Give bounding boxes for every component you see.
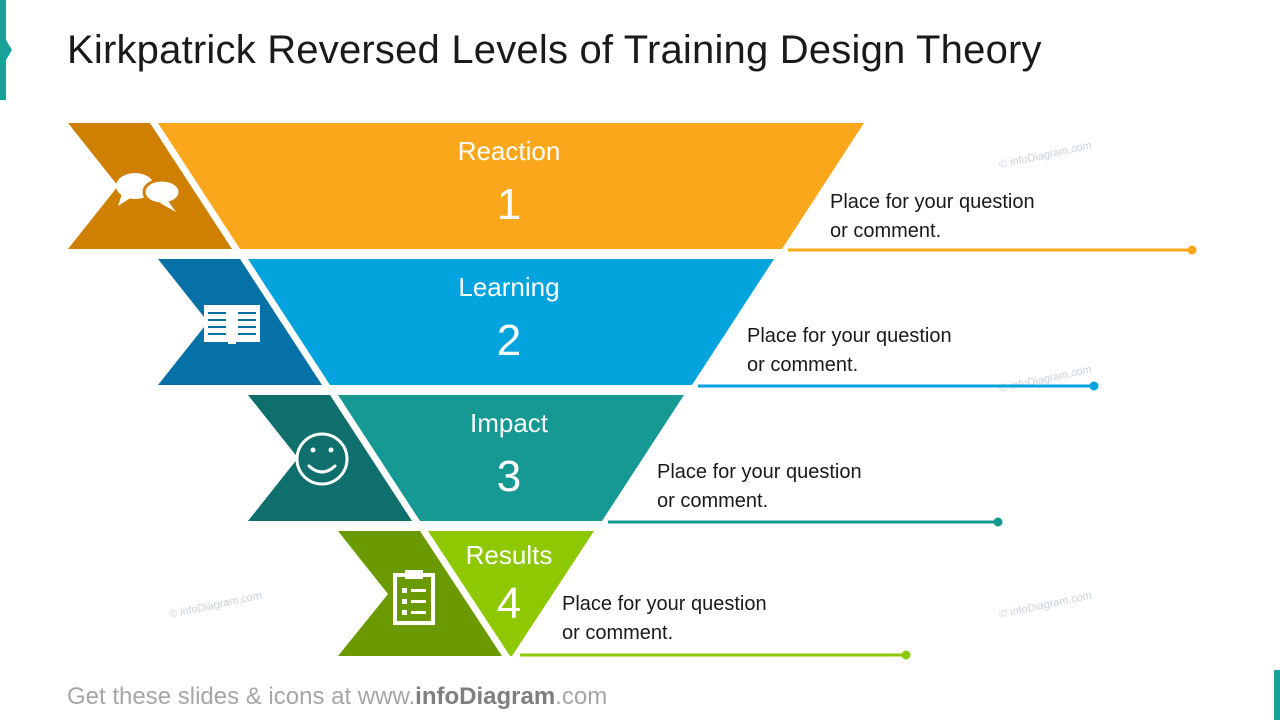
level-3-comment: Place for your question or comment. — [657, 458, 862, 516]
clipboard-checklist-icon — [393, 570, 435, 625]
funnel-level-2: Learning 2 — [158, 259, 1099, 391]
accent-notch-left — [6, 40, 12, 60]
level-2-label: Learning — [458, 272, 559, 302]
comment-line: Place for your question — [747, 325, 952, 347]
level-4-label: Results — [466, 540, 553, 570]
level-2-leader-dot — [1089, 381, 1099, 391]
watermark: © infoDiagram.com — [998, 140, 1093, 171]
footer-brand[interactable]: infoDiagram — [415, 683, 556, 710]
watermark: © infoDiagram.com — [168, 590, 263, 621]
level-2-comment: Place for your question or comment. — [747, 322, 952, 380]
level-3-label: Impact — [470, 408, 549, 438]
footer-credit: Get these slides & icons at www.infoDiag… — [67, 683, 607, 711]
level-4-band — [428, 531, 594, 656]
accent-bar-right — [1274, 670, 1280, 720]
comment-line: or comment. — [747, 354, 859, 376]
comment-line: or comment. — [562, 622, 674, 644]
level-3-chevron — [248, 395, 412, 521]
level-4-comment: Place for your question or comment. — [562, 590, 767, 648]
watermark: © infoDiagram.com — [998, 590, 1093, 621]
funnel-level-4: Results 4 — [338, 531, 911, 660]
page-title: Kirkpatrick Reversed Levels of Training … — [67, 28, 1042, 72]
comment-line: Place for your question — [562, 593, 767, 615]
level-4-leader-dot — [901, 650, 911, 660]
comment-line: or comment. — [830, 220, 942, 242]
open-book-icon — [204, 305, 260, 344]
level-1-leader-dot — [1187, 245, 1197, 255]
funnel-level-1: Reaction 1 — [68, 123, 1197, 255]
level-2-number: 2 — [497, 316, 521, 365]
level-1-label: Reaction — [458, 136, 561, 166]
accent-bar-left — [0, 0, 6, 100]
level-2-band — [248, 259, 774, 385]
comment-line: Place for your question — [657, 461, 862, 483]
footer-suffix: .com — [555, 683, 608, 710]
level-1-comment: Place for your question or comment. — [830, 188, 1035, 246]
watermark: © infoDiagram.com — [998, 364, 1093, 395]
comment-line: Place for your question — [830, 191, 1035, 213]
level-1-number: 1 — [497, 180, 521, 229]
comment-line: or comment. — [657, 490, 769, 512]
level-1-band — [158, 123, 864, 249]
smiley-face-icon — [295, 432, 349, 486]
footer-prefix: Get these slides & icons at www. — [67, 683, 416, 710]
speech-bubbles-icon — [116, 173, 182, 212]
level-4-number: 4 — [497, 579, 521, 628]
funnel-level-3: Impact 3 — [248, 395, 1003, 527]
level-4-chevron — [338, 531, 502, 656]
level-3-number: 3 — [497, 452, 521, 501]
level-3-band — [338, 395, 684, 521]
level-3-leader-dot — [993, 517, 1003, 527]
